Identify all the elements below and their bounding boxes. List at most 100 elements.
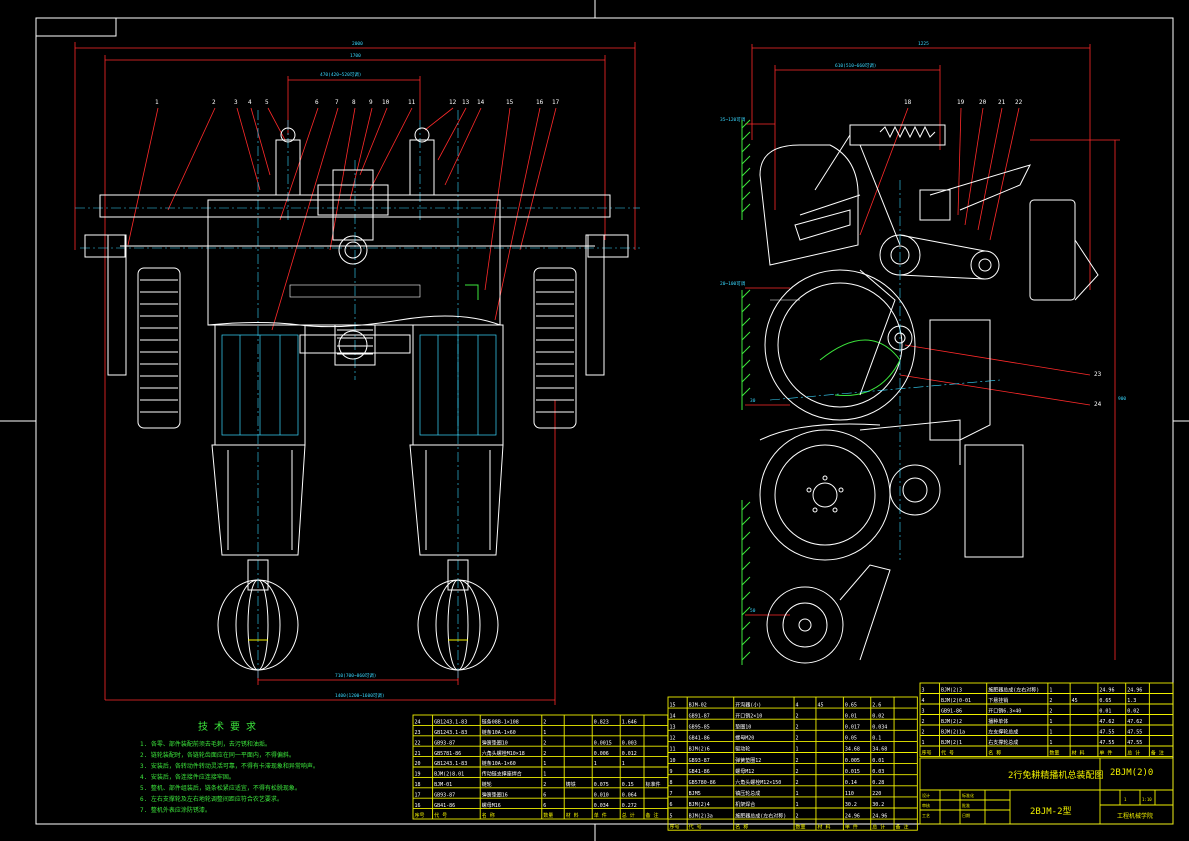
bom-cell-no: 7 [670, 791, 673, 797]
bom-cell-name: 右支撑轮总成 [988, 739, 1018, 746]
bom-cell-code: GB41-86 [434, 803, 455, 809]
dim-depth1: 35~120可调 [720, 116, 746, 123]
bom-cell-total: 0.03 [872, 769, 884, 775]
scale-value: 1:10 [1142, 797, 1152, 802]
dim-height: 900 [1118, 396, 1126, 402]
bom-cell-no: 5 [670, 813, 673, 819]
bom-cell-name: 垫圈10 [735, 724, 751, 731]
bom-cell-name: 下悬挂销 [988, 697, 1008, 704]
bom-cell-total: 0.01 [872, 758, 884, 764]
bom-cell-total: 0.15 [622, 782, 634, 788]
bom-header-cell: 单 件 [845, 823, 858, 830]
bom-cell-total: 34.68 [872, 747, 887, 753]
tech-item-2: 2. 链轮装配时，各链轮齿面应在同一平面内，不得偏斜。 [140, 751, 295, 759]
bom-cell-unit: 0.075 [594, 782, 609, 788]
sheet-number: 1 [1124, 797, 1127, 802]
dim-overall: 2000 [352, 41, 363, 47]
bom-cell-qty: 1 [543, 761, 546, 767]
bom-cell-code: GB93-87 [689, 758, 710, 764]
bom-cell-name: 六角头螺栓M12×150 [735, 779, 781, 786]
side-frame-body [769, 180, 1024, 560]
dim-wheel-track: 710(700~860可调) [335, 672, 377, 679]
bom-cell-total: 0.1 [872, 736, 881, 742]
bom-cell-total: 0.034 [872, 725, 887, 731]
bom-header-cell: 数量 [543, 812, 553, 819]
drawing-code: 2BJM(2)0 [1110, 768, 1153, 778]
center-pulley [334, 284, 479, 366]
bom-cell-qty: 1 [1049, 730, 1052, 736]
bom-cell-total: 47.55 [1127, 730, 1142, 736]
callout-10: 10 [382, 99, 390, 106]
bom-cell-qty: 2 [1049, 698, 1052, 704]
bom-cell-code: GB41-86 [689, 736, 710, 742]
bom-header-cell: 备 注 [896, 823, 909, 830]
bom-cell-name: 开口销2×10 [735, 712, 762, 719]
callout-20: 20 [979, 99, 987, 106]
callout-3: 3 [234, 99, 238, 106]
bom-cell-total: 0.064 [622, 792, 637, 798]
bom-cell-name: 链条08B-1×108 [482, 719, 519, 726]
bom-cell-code: BJM(2)2 [941, 719, 962, 725]
right-seeding-unit [409, 324, 504, 671]
callout-12: 12 [449, 99, 457, 106]
bom-cell-code: BJM(2)8.01 [434, 772, 464, 778]
bom-cell-total: 0.28 [872, 780, 884, 786]
bom-cell-name: 链轮 [482, 781, 492, 788]
bom-cell-code: BJM(2)6 [689, 747, 710, 753]
front-part-callouts: 1 2 3 4 5 6 7 8 9 10 11 12 13 14 15 16 1… [127, 99, 560, 331]
bom-cell-code: GB95-85 [689, 725, 710, 731]
bom-cell-no: 12 [670, 736, 676, 742]
left-support-wheel [107, 234, 181, 429]
bom-cell-qty: 1 [796, 747, 799, 753]
label-design: 设计 [922, 792, 930, 798]
bom-cell-no: 11 [670, 747, 676, 753]
bom-cell-code: BJM5 [689, 791, 701, 797]
bom-cell-no: 10 [670, 758, 676, 764]
bom-cell-code: BJM(2)1 [941, 740, 962, 746]
bom-cell-name: 弹簧垫圈12 [735, 757, 761, 764]
bom-header-cell: 数量 [1049, 750, 1059, 757]
bom-header-cell: 材 料 [817, 823, 830, 830]
callout-6: 6 [315, 99, 319, 106]
bom-cell-unit: 24.96 [845, 813, 860, 819]
bom-cell-total: 0.02 [872, 713, 884, 719]
bom-cell-no: 4 [922, 698, 925, 704]
bom-cell-code: BJM(2)1a [941, 730, 965, 736]
bom-cell-total: 47.55 [1127, 740, 1142, 746]
callout-1: 1 [155, 99, 159, 106]
callout-8: 8 [352, 99, 356, 106]
bom-cell-unit: 0.14 [845, 780, 857, 786]
bom-cell-code: GB91-87 [689, 713, 710, 719]
bom-cell-name: 施肥器总成(左右对称) [735, 812, 786, 819]
bom-cell-no: 2 [922, 719, 925, 725]
callout-7: 7 [335, 99, 339, 106]
bom-cell-no: 1 [922, 740, 925, 746]
tech-item-4: 4. 安装后，各连接件应连接牢固。 [140, 773, 235, 781]
callout-4: 4 [248, 99, 252, 106]
bom-cell-code: BJM-01 [434, 782, 452, 788]
bom-cell-no: 20 [415, 761, 421, 767]
bom-cell-name: 施肥器总成(左右对称) [988, 687, 1039, 694]
bom-cell-unit: 0.005 [845, 758, 860, 764]
bom-cell-code: GB91-86 [941, 709, 962, 715]
bom-header-cell: 代 号 [941, 750, 954, 757]
bom-cell-no: 15 [670, 702, 676, 708]
side-dimensions: 1225 610(510~660可调) 35~120可调 20~100可调 30… [720, 41, 1126, 660]
label-review: 审核 [922, 802, 930, 808]
bom-cell-qty: 2 [796, 736, 799, 742]
bom-header-cell: 总 计 [872, 823, 885, 830]
bom-cell-code: BJM(2)3a [689, 813, 713, 819]
bom-cell-code: BJM-02 [689, 702, 707, 708]
dim-30: 30 [750, 398, 756, 404]
bom-cell-qty: 1 [1049, 719, 1052, 725]
bom-cell-qty: 2 [796, 813, 799, 819]
company-name: 工程机械学院 [1117, 812, 1153, 820]
bom-cell-no: 18 [415, 782, 421, 788]
bom-cell-material: 45 [817, 702, 823, 708]
bom-cell-code: BJM(2)0-01 [941, 698, 971, 704]
bom-cell-unit: 0.01 [845, 713, 857, 719]
bom-cell-name: 六角头螺栓M10×18 [482, 750, 525, 757]
bom-cell-qty: 1 [796, 802, 799, 808]
bom-cell-qty: 2 [796, 780, 799, 786]
